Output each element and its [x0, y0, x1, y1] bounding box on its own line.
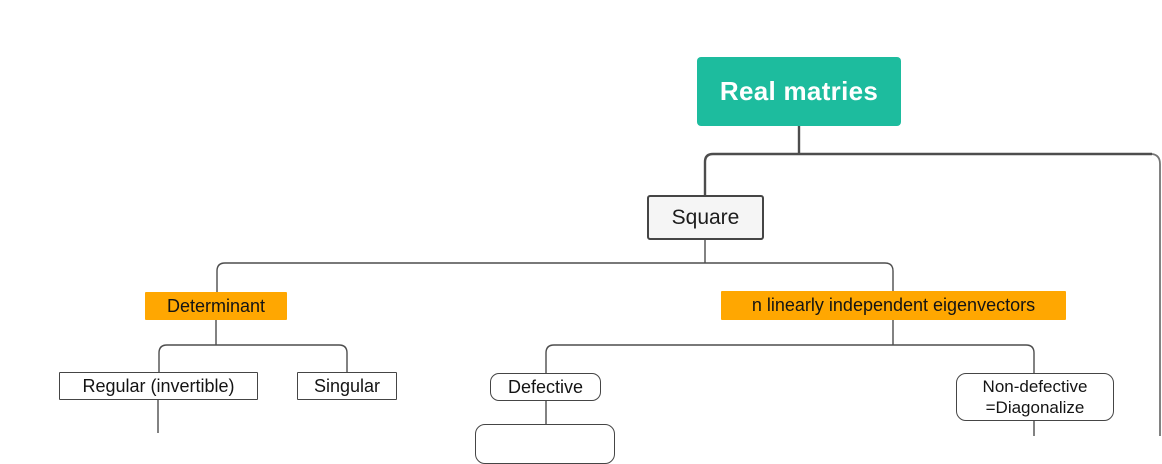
node-non-defective[interactable]: Non-defective =Diagonalize	[956, 373, 1114, 421]
node-non-defective-line2: =Diagonalize	[985, 398, 1085, 417]
connector-lines	[157, 126, 1161, 436]
node-singular[interactable]: Singular	[297, 372, 397, 400]
connector-eigenvectors-children-rail	[545, 344, 1035, 373]
node-eigenvectors[interactable]: n linearly independent eigenvectors	[721, 291, 1066, 320]
node-partial-cutoff[interactable]	[475, 424, 615, 464]
root-node-real-matrices[interactable]: Real matries	[697, 57, 901, 126]
node-square[interactable]: Square	[647, 195, 764, 240]
mindmap-canvas: Real matries Square Determinant n linear…	[59, 57, 1161, 464]
connector-right-edge-branch	[1151, 153, 1161, 436]
node-defective[interactable]: Defective	[490, 373, 601, 401]
connector-branch-rail	[216, 262, 894, 293]
node-non-defective-line1: Non-defective	[982, 377, 1088, 396]
node-determinant[interactable]: Determinant	[145, 292, 287, 320]
connector-level1-rail	[703, 152, 1152, 196]
connector-determinant-children-rail	[158, 344, 348, 372]
node-regular-invertible[interactable]: Regular (invertible)	[59, 372, 258, 400]
